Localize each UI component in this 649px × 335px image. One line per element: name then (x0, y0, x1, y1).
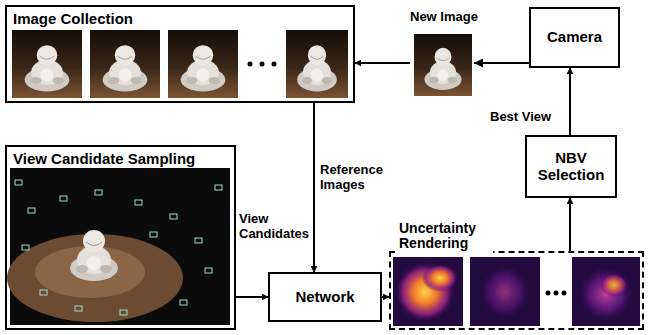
illustration-part (260, 62, 265, 67)
illustration-part (90, 30, 160, 98)
illustration-part (393, 257, 463, 326)
illustration-part (479, 264, 531, 320)
illustration-part (474, 59, 483, 68)
illustration-part (75, 306, 82, 311)
group-heading: Uncertainty Rendering (397, 221, 493, 253)
flow-arrow (236, 296, 268, 298)
illustration-part (546, 291, 551, 296)
illustration-part (28, 208, 35, 213)
illustration-part (40, 290, 47, 295)
illustration-part (70, 230, 118, 281)
illustration-part (180, 300, 187, 305)
illustration-part (215, 185, 222, 190)
illustration-part (600, 273, 628, 297)
illustration-part (414, 34, 472, 96)
process-box: Camera (529, 7, 620, 68)
illustration-part (470, 257, 540, 326)
box-label: NBV Selection (527, 150, 615, 184)
illustration-part (12, 30, 82, 98)
flow-arrow (313, 103, 315, 272)
illustration-part (248, 62, 253, 67)
box-label: Network (291, 289, 358, 306)
illustration-part (482, 62, 529, 64)
illustration-part (562, 291, 567, 296)
illustration-part (135, 200, 142, 205)
illustration-part (205, 268, 212, 273)
illustration-part (95, 190, 102, 195)
illustration-part (15, 180, 222, 315)
collection-panel: Image Collection (5, 5, 355, 103)
illustration-part (168, 30, 238, 98)
group-heading: View Candidate Sampling (13, 151, 195, 168)
edge-label: Reference Images (320, 163, 400, 192)
illustration-part (410, 30, 474, 98)
sampling-panel: View Candidate Sampling (5, 145, 236, 330)
group-heading: Image Collection (13, 11, 133, 28)
flow-arrow (569, 198, 571, 251)
illustration-part (286, 30, 348, 98)
illustration-part (572, 257, 640, 326)
illustration-part (60, 196, 67, 201)
box-label: Camera (543, 29, 606, 46)
edge-label: Best View (490, 110, 566, 125)
process-box: NBV Selection (525, 135, 617, 198)
process-box: Network (268, 272, 382, 322)
illustration-part (150, 232, 157, 237)
illustration-part (120, 310, 127, 315)
illustration-part (272, 62, 277, 67)
illustration-part (195, 238, 202, 243)
image-label: New Image (410, 10, 478, 25)
illustration-part (422, 264, 458, 292)
flow-arrow (382, 296, 389, 298)
illustration-part (554, 291, 559, 296)
illustration-part (170, 214, 177, 219)
illustration-part (578, 266, 634, 322)
edge-label: View Candidates (239, 212, 313, 241)
rendering-group: Uncertainty Rendering (389, 251, 644, 330)
flow-arrow (569, 68, 571, 135)
illustration-part (22, 245, 29, 250)
illustration-part (15, 180, 22, 185)
